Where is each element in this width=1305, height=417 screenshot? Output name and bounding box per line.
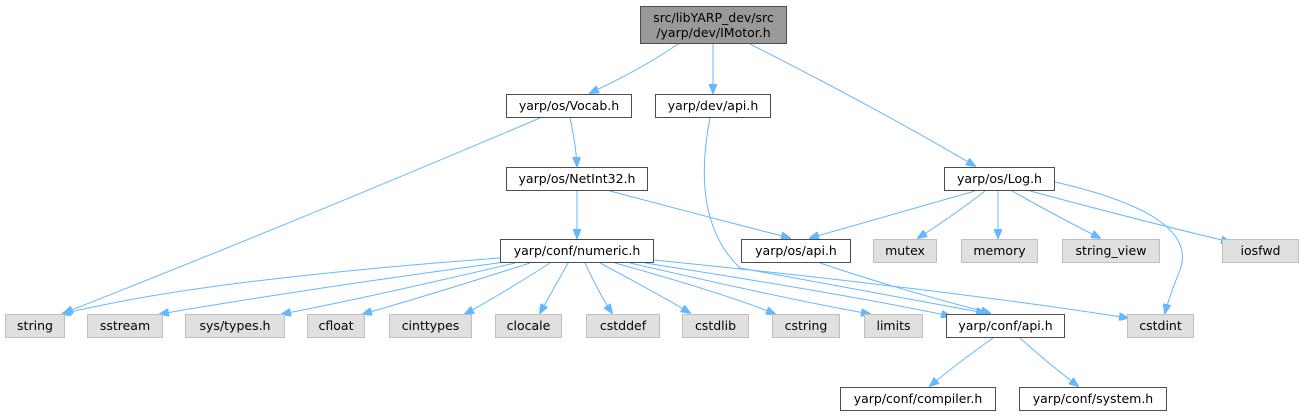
edge-numeric-to-cstddef xyxy=(584,262,612,313)
node-string-view[interactable]: string_view xyxy=(1062,239,1160,263)
edge-confapi-to-compiler xyxy=(930,337,994,386)
edge-numeric-to-cinttypes xyxy=(465,262,551,314)
node-string[interactable]: string xyxy=(5,314,65,338)
edge-log-to-string_view xyxy=(1011,190,1100,238)
edge-root-to-log xyxy=(749,43,975,166)
edge-numeric-to-cstdint xyxy=(653,259,1128,318)
edge-numeric-to-sstream xyxy=(160,261,506,314)
edge-osapi-to-confapi xyxy=(819,262,990,313)
edge-vocab-to-string xyxy=(64,117,541,313)
node-cstring[interactable]: cstring xyxy=(772,314,840,338)
node-numeric-h[interactable]: yarp/conf/numeric.h xyxy=(500,239,654,263)
edge-numeric-to-cfloat xyxy=(363,262,531,314)
node-root-imotor-h[interactable]: src/libYARP_dev/src /yarp/dev/IMotor.h xyxy=(640,6,787,44)
edge-vocab-to-netint32 xyxy=(569,117,577,166)
node-clocale[interactable]: clocale xyxy=(495,314,562,338)
node-cinttypes[interactable]: cinttypes xyxy=(389,314,472,338)
node-memory[interactable]: memory xyxy=(961,239,1038,263)
node-system-h[interactable]: yarp/conf/system.h xyxy=(1019,387,1167,411)
edge-log-to-cstdint xyxy=(1054,181,1183,313)
edge-log-to-mutex xyxy=(918,190,986,238)
node-mutex[interactable]: mutex xyxy=(873,239,937,263)
edge-root-to-vocab xyxy=(590,43,679,93)
edge-numeric-to-systypes xyxy=(282,262,516,314)
root-label-line1: src/libYARP_dev/src xyxy=(653,10,774,25)
node-os-api-h[interactable]: yarp/os/api.h xyxy=(741,239,851,263)
edge-numeric-to-confapi xyxy=(644,262,950,316)
edge-numeric-to-string xyxy=(62,257,501,314)
edge-numeric-to-cstring xyxy=(614,262,775,314)
node-log-h[interactable]: yarp/os/Log.h xyxy=(944,167,1055,191)
node-sys-types-h[interactable]: sys/types.h xyxy=(185,314,285,338)
edge-numeric-to-cstdlib xyxy=(599,262,690,313)
node-limits[interactable]: limits xyxy=(864,314,923,338)
edge-netint32-to-osapi xyxy=(609,190,790,238)
node-conf-api-h[interactable]: yarp/conf/api.h xyxy=(946,314,1065,338)
edge-log-to-osapi xyxy=(810,190,976,238)
node-cstdlib[interactable]: cstdlib xyxy=(682,314,749,338)
edge-confapi-to-system xyxy=(1019,337,1078,386)
node-vocab-h[interactable]: yarp/os/Vocab.h xyxy=(506,94,632,118)
root-label-line2: /yarp/dev/IMotor.h xyxy=(656,25,771,40)
node-dev-api-h[interactable]: yarp/dev/api.h xyxy=(655,94,771,118)
node-cfloat[interactable]: cfloat xyxy=(307,314,365,338)
edge-numeric-to-clocale xyxy=(540,262,569,313)
node-cstddef[interactable]: cstddef xyxy=(586,314,660,338)
node-netint32-h[interactable]: yarp/os/NetInt32.h xyxy=(506,167,648,191)
edge-numeric-to-limits xyxy=(629,262,870,314)
node-compiler-h[interactable]: yarp/conf/compiler.h xyxy=(840,387,996,411)
node-cstdint[interactable]: cstdint xyxy=(1127,314,1194,338)
node-iosfwd[interactable]: iosfwd xyxy=(1222,239,1299,263)
node-sstream[interactable]: sstream xyxy=(87,314,163,338)
edge-log-to-iosfwd xyxy=(1029,190,1230,242)
